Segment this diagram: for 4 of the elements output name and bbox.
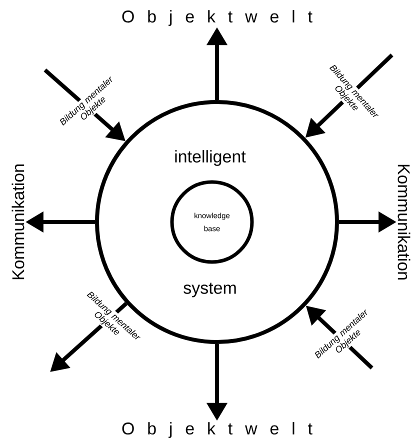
communication-label: Kommunikation bbox=[398, 164, 410, 280]
world-label: O b j e k t w e l t bbox=[122, 422, 312, 438]
communication-label: Kommunikation bbox=[12, 164, 24, 280]
world-label: O b j e k t w e l t bbox=[122, 10, 312, 26]
